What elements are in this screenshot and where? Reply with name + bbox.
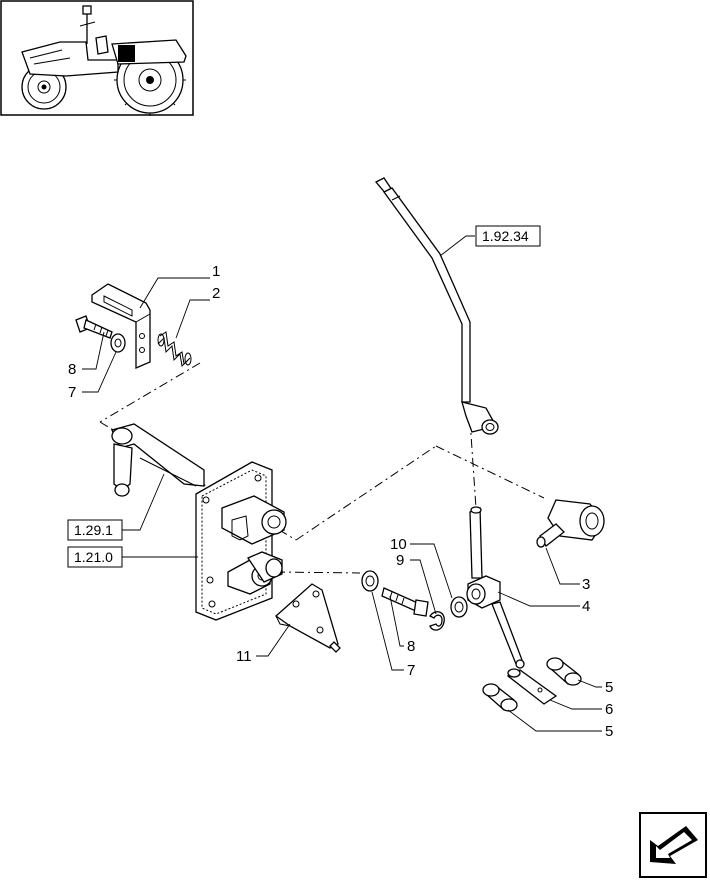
callout-10: 10 bbox=[390, 536, 407, 553]
part-shaft-fork[interactable] bbox=[111, 423, 205, 497]
callout-labels: 1 2 8 7 10 9 3 4 8 11 7 5 6 5 bbox=[68, 263, 613, 740]
part-spring-clip[interactable] bbox=[429, 611, 445, 631]
callout-5-upper: 5 bbox=[605, 679, 613, 696]
callout-8-top: 8 bbox=[68, 361, 76, 378]
part-washer-top[interactable] bbox=[110, 333, 126, 353]
part-support-bracket[interactable] bbox=[274, 583, 341, 653]
part-bolt-top[interactable] bbox=[75, 315, 113, 339]
callout-9: 9 bbox=[396, 552, 404, 569]
svg-text:1.21.0: 1.21.0 bbox=[74, 549, 113, 565]
ref-box-1-29-1[interactable]: 1.29.1 bbox=[67, 519, 123, 541]
callout-4: 4 bbox=[582, 598, 590, 615]
callout-7-bottom: 7 bbox=[407, 662, 415, 679]
callout-5-lower: 5 bbox=[605, 723, 613, 740]
part-bracket[interactable] bbox=[91, 283, 151, 369]
callout-7-top: 7 bbox=[68, 384, 76, 401]
callout-2: 2 bbox=[212, 285, 220, 302]
part-lever-arm[interactable] bbox=[466, 506, 525, 669]
leader-lines bbox=[82, 235, 602, 732]
ref-box-1-21-0[interactable]: 1.21.0 bbox=[67, 546, 123, 568]
part-bushing-left[interactable] bbox=[482, 683, 518, 712]
callout-8-bottom: 8 bbox=[407, 638, 415, 655]
callout-3: 3 bbox=[582, 576, 590, 593]
part-spring[interactable] bbox=[157, 331, 192, 368]
part-washer-bottom[interactable] bbox=[361, 570, 379, 592]
part-gear-lever[interactable] bbox=[374, 177, 499, 435]
callout-1: 1 bbox=[212, 263, 220, 280]
svg-text:1.29.1: 1.29.1 bbox=[74, 522, 113, 538]
svg-text:1.92.34: 1.92.34 bbox=[482, 228, 529, 244]
part-bushing-right[interactable] bbox=[546, 657, 582, 686]
callout-6: 6 bbox=[605, 701, 613, 718]
next-page-arrow-icon[interactable] bbox=[639, 812, 707, 878]
ref-box-1-92-34[interactable]: 1.92.34 bbox=[475, 225, 541, 247]
part-bolt-bottom[interactable] bbox=[381, 587, 429, 617]
part-pivot-pin[interactable] bbox=[536, 499, 605, 548]
callout-11: 11 bbox=[236, 648, 252, 665]
part-housing-plate[interactable] bbox=[195, 461, 287, 621]
tractor-thumbnail[interactable] bbox=[0, 0, 194, 116]
part-washer-10[interactable] bbox=[450, 596, 468, 618]
part-sleeve[interactable] bbox=[506, 668, 558, 705]
